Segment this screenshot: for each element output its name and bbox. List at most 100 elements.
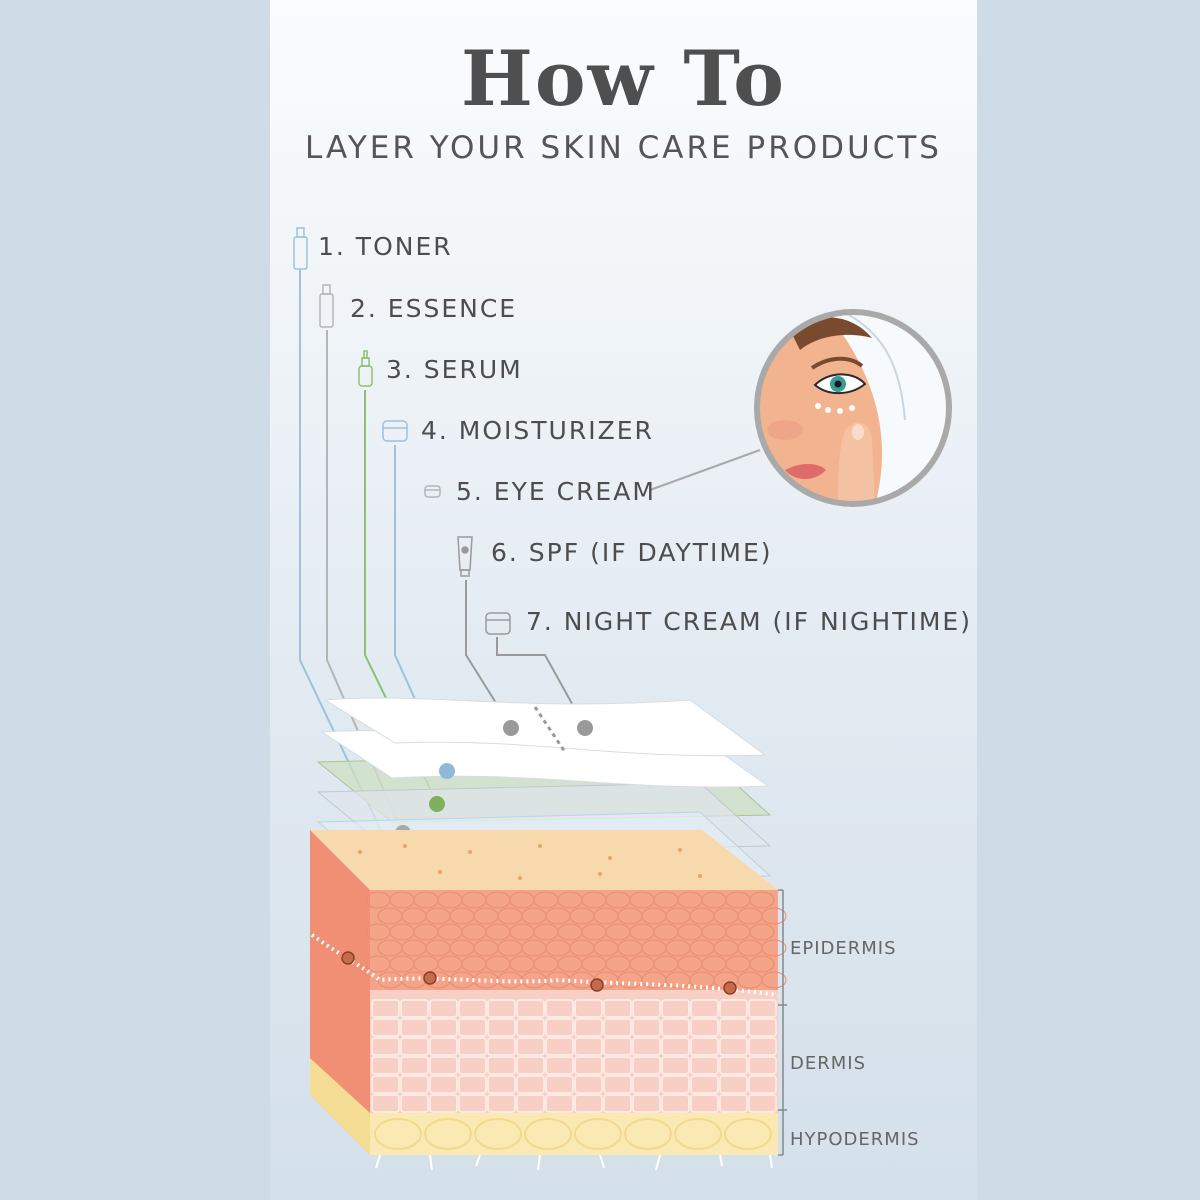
dermis-cell: [661, 999, 690, 1018]
layer-bracket: [778, 889, 787, 1156]
step-serum: 3. SERUM: [386, 355, 523, 384]
epidermis-cell: [761, 971, 787, 989]
spf-night-cream-sheet: [323, 697, 767, 757]
dermis-cell: [487, 999, 516, 1018]
sheet-divider: [533, 706, 567, 753]
dermis-cell: [487, 1094, 516, 1113]
dermis-cell: [487, 1075, 516, 1094]
dermis-cell: [458, 1018, 487, 1037]
dermis-cell: [429, 999, 458, 1018]
fat-cell: [674, 1118, 722, 1150]
skin-cross-section: [310, 830, 787, 1171]
dermis-cell: [371, 1037, 400, 1056]
epidermis-cell: [749, 955, 775, 973]
melanocyte: [723, 981, 737, 995]
page-title: How To: [461, 34, 786, 123]
dermis-cell: [458, 999, 487, 1018]
dermis-cell: [603, 1056, 632, 1075]
dermis-cell: [516, 1094, 545, 1113]
essence-bottle-icon: [319, 284, 334, 328]
dermis-cell: [487, 1018, 516, 1037]
dermis-cell: [603, 1018, 632, 1037]
step-spf: 6. SPF (IF DAYTIME): [491, 538, 773, 567]
dermis-cell: [429, 1037, 458, 1056]
dermis-cell: [545, 1037, 574, 1056]
fat-cell: [374, 1118, 422, 1150]
fat-cell: [474, 1118, 522, 1150]
pore: [518, 876, 522, 880]
dermis-cell: [603, 999, 632, 1018]
dermis-cell: [632, 999, 661, 1018]
dermis-cell: [400, 999, 429, 1018]
dermis-cell: [516, 999, 545, 1018]
pore: [438, 870, 442, 874]
dermis-cell: [661, 1037, 690, 1056]
cheek-blush: [767, 420, 803, 440]
dermis-cell: [690, 1094, 719, 1113]
dermis-cell: [545, 1018, 574, 1037]
cream-dot: [825, 407, 831, 413]
lips: [785, 464, 826, 479]
cream-dot: [837, 408, 843, 414]
night-cream-connector: [496, 637, 586, 728]
dermis-cell: [748, 1037, 777, 1056]
page-subtitle: LAYER YOUR SKIN CARE PRODUCTS: [305, 130, 942, 166]
dermis-cell: [574, 1075, 603, 1094]
dermis-cell: [690, 1018, 719, 1037]
dermis-cell: [748, 999, 777, 1018]
label-epidermis: EPIDERMIS: [790, 938, 897, 959]
dermis-cell: [574, 1018, 603, 1037]
dermis-cell: [400, 1094, 429, 1113]
basal-membrane: [310, 933, 779, 997]
dermis-cell: [632, 1037, 661, 1056]
dermis-cell: [748, 1075, 777, 1094]
dermis-cell: [748, 1018, 777, 1037]
dermis-cell: [545, 1094, 574, 1113]
dermis-cell: [719, 1056, 748, 1075]
serum-dot: [429, 796, 445, 812]
moisturizer-jar-icon: [382, 420, 408, 442]
dermis-cell: [458, 1056, 487, 1075]
dermis-cell: [371, 1018, 400, 1037]
step-moisturizer: 4. MOISTURIZER: [421, 416, 654, 445]
dermis-cell: [748, 1094, 777, 1113]
roots: [375, 1154, 773, 1171]
eyebrow: [810, 356, 864, 370]
toner-bottle-icon: [293, 227, 308, 270]
pore: [608, 856, 612, 860]
eye-cream-closeup: [754, 309, 952, 507]
dermis-cell: [661, 1075, 690, 1094]
dermis-cell: [371, 1075, 400, 1094]
step-night-cream: 7. NIGHT CREAM (IF NIGHTIME): [526, 607, 972, 636]
dermis-cell: [371, 1094, 400, 1113]
dermis-cell: [516, 1075, 545, 1094]
dermis-cell: [545, 999, 574, 1018]
dermis-cell: [458, 1037, 487, 1056]
dermis-cells: [371, 999, 777, 1113]
dermis-cell: [690, 999, 719, 1018]
fat-cell: [524, 1118, 572, 1150]
dermis-cell: [400, 1018, 429, 1037]
dermis-cell: [690, 1037, 719, 1056]
headband: [820, 312, 949, 504]
dermis-cell: [429, 1094, 458, 1113]
pore: [698, 874, 702, 878]
step-eye-cream: 5. EYE CREAM: [456, 477, 656, 506]
dermis-cell: [574, 1094, 603, 1113]
dermis-cell: [400, 1037, 429, 1056]
epidermis-cell: [761, 939, 787, 957]
fat-cell: [574, 1118, 622, 1150]
dermis-cell: [719, 999, 748, 1018]
dermis-cell: [661, 1056, 690, 1075]
night-cream-dot: [577, 720, 593, 736]
moisturizer-dot: [439, 763, 455, 779]
hypodermis-cells: [374, 1118, 772, 1150]
dermis-cell: [545, 1075, 574, 1094]
fat-cell: [424, 1118, 472, 1150]
dermis-cell: [690, 1056, 719, 1075]
dermis-cell: [632, 1075, 661, 1094]
surface-pores: [358, 844, 702, 880]
label-hypodermis: HYPODERMIS: [790, 1129, 920, 1150]
dermis-cell: [603, 1037, 632, 1056]
dermis-cell: [661, 1018, 690, 1037]
